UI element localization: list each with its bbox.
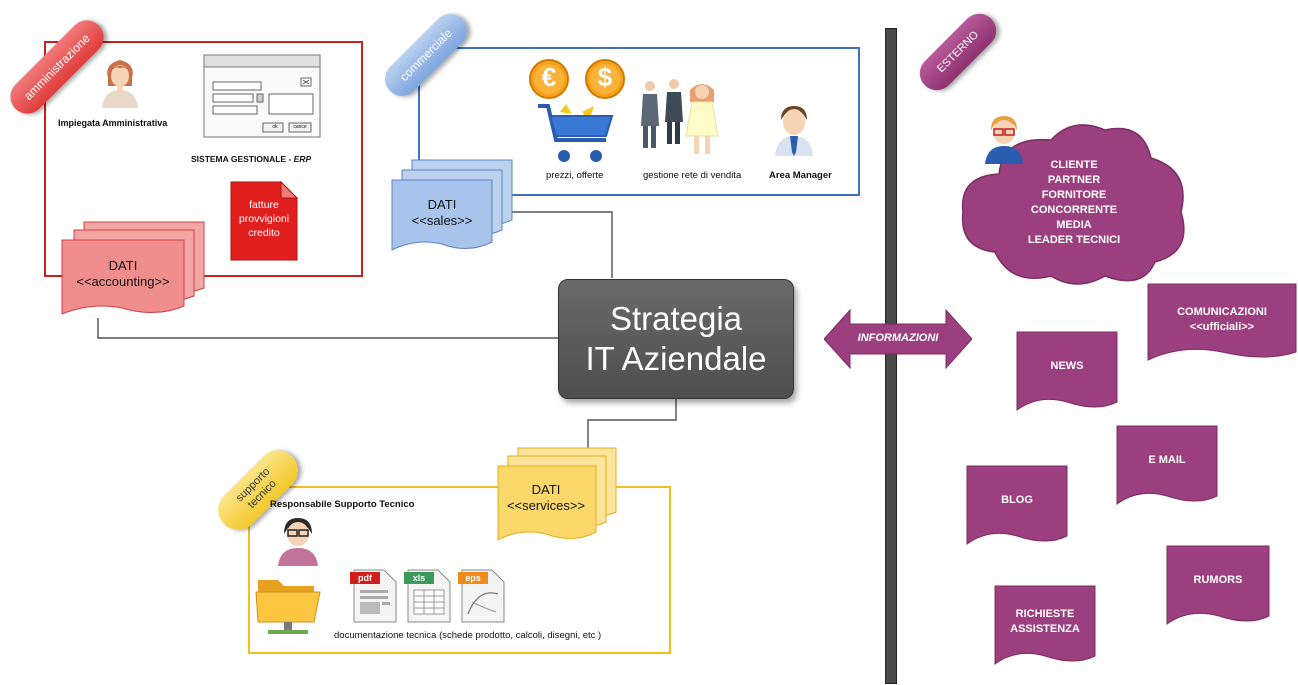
invoice-document-icon [230, 180, 299, 261]
xls-label: xls [412, 573, 426, 583]
comunicazioni-doc-shape [1147, 283, 1297, 361]
euro-coin-icon [529, 59, 569, 99]
strategy-line-2: IT Aziendale [585, 340, 767, 377]
sales-data-sub: <<sales>> [411, 213, 473, 228]
sales-data-title: DATI [427, 197, 457, 212]
xls-file-icon [404, 569, 451, 623]
stakeholders-list: CLIENTE PARTNER FORNITORE CONCORRENTE ME… [1015, 158, 1133, 248]
email-text: E MAIL [1148, 454, 1186, 466]
accounting-data-title: DATI [108, 258, 138, 273]
admin-employee-icon [102, 60, 138, 108]
support-section-frame [248, 486, 671, 654]
sales-network-label: gestione rete di vendita [643, 170, 742, 181]
stakeholder-partner: PARTNER [1047, 174, 1101, 186]
comunicazioni-line-1: COMUNICAZIONI [1177, 306, 1267, 318]
erp-label-suffix: ERP [293, 154, 312, 164]
docs-caption: documentazione tecnica (schede prodotto,… [334, 630, 602, 641]
invoice-line-3: credito [248, 227, 280, 239]
blog-doc-shape [966, 465, 1068, 545]
accounting-data-sub: <<accounting>> [76, 274, 170, 289]
services-data-stack [497, 447, 617, 541]
rumors-text: RUMORS [1193, 574, 1243, 586]
rumors-doc-shape [1166, 545, 1270, 625]
dollar-coin-icon [585, 59, 625, 99]
services-data-title: DATI [531, 482, 561, 497]
stakeholder-concorrente: CONCORRENTE [1030, 204, 1118, 216]
invoice-line-2: provvigioni [238, 213, 290, 225]
information-label: INFORMAZIONI [857, 332, 939, 344]
comunicazioni-line-2: <<ufficiali>> [1189, 321, 1255, 333]
erp-label: SISTEMA GESTIONALE - ERP [191, 154, 311, 164]
eps-file-icon [458, 569, 505, 623]
pdf-label: pdf [358, 573, 372, 583]
pdf-file-icon [350, 569, 397, 623]
strategy-box[interactable]: Strategia IT Aziendale [558, 279, 794, 399]
support-manager-label: Responsabile Supporto Tecnico [270, 499, 415, 510]
support-manager-icon [278, 518, 318, 566]
euro-symbol: € [541, 62, 557, 92]
prices-label: prezzi, offerte [546, 170, 604, 181]
strategy-line-1: Strategia [609, 300, 743, 337]
richieste-doc-shape [994, 585, 1096, 665]
erp-label-text: SISTEMA GESTIONALE - [191, 154, 294, 164]
stakeholder-media: MEDIA [1056, 219, 1092, 231]
information-arrow-icon [824, 308, 972, 370]
erp-cancel-button: cance [293, 124, 307, 130]
stakeholders-cloud [961, 124, 1185, 285]
richieste-line-2: ASSISTENZA [1010, 623, 1080, 635]
invoice-line-1: fatture [249, 199, 279, 211]
blog-text: BLOG [1001, 494, 1033, 506]
admin-employee-label: Impiegata Amministrativa [58, 118, 168, 128]
news-doc-shape [1016, 331, 1118, 411]
erp-window-icon [203, 54, 321, 138]
news-text: NEWS [1050, 360, 1084, 372]
sales-section-frame [418, 47, 860, 196]
erp-ok-button: ok [272, 124, 278, 130]
sales-data-stack [391, 159, 513, 251]
stakeholder-leader-tecnici: LEADER TECNICI [1027, 234, 1121, 246]
sales-network-people-icon [641, 79, 719, 154]
email-doc-shape [1116, 425, 1218, 505]
dollar-symbol: $ [597, 62, 613, 92]
external-person-icon [985, 116, 1023, 164]
folder-icon [255, 580, 321, 634]
eps-label: eps [465, 573, 481, 583]
separator-bar [885, 28, 897, 684]
accounting-data-stack [61, 221, 205, 315]
richieste-line-1: RICHIESTE [1015, 608, 1075, 620]
invoice-document-text: fatture provvigioni credito [229, 198, 299, 240]
area-manager-label: Area Manager [769, 170, 832, 181]
stakeholder-fornitore: FORNITORE [1041, 189, 1107, 201]
stakeholder-cliente: CLIENTE [1050, 159, 1098, 171]
services-data-sub: <<services>> [506, 498, 586, 513]
shopping-cart-icon [538, 100, 614, 162]
area-manager-icon [775, 106, 813, 156]
